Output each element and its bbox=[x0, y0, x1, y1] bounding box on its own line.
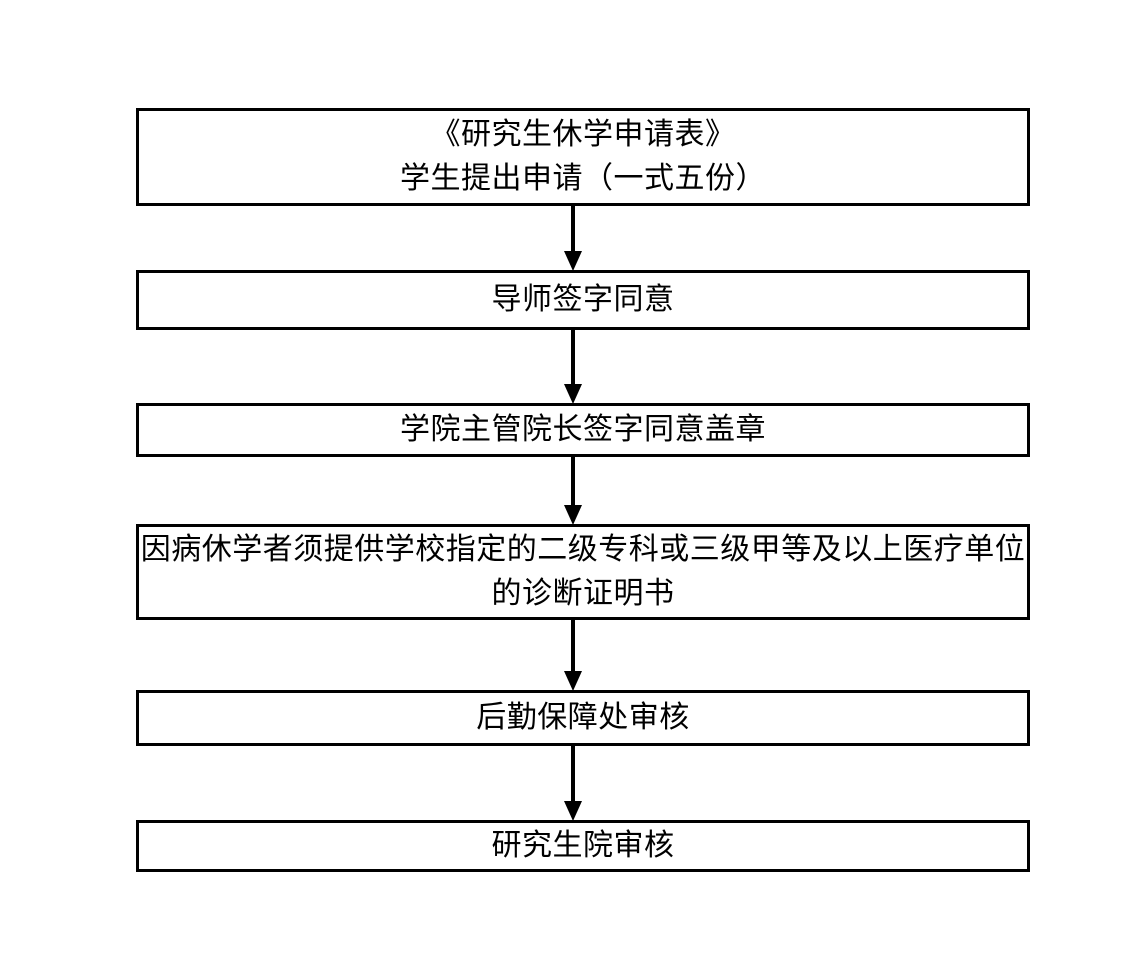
flowchart-node-6: 研究生院审核 bbox=[136, 820, 1030, 872]
flowchart-node-4: 因病休学者须提供学校指定的二级专科或三级甲等及以上医疗单位的诊断证明书 bbox=[136, 524, 1030, 620]
flowchart-arrow-4-down-arrow-icon bbox=[564, 620, 582, 691]
arrow-head bbox=[564, 251, 582, 271]
flowchart-node-4-label: 因病休学者须提供学校指定的二级专科或三级甲等及以上医疗单位的诊断证明书 bbox=[140, 532, 1026, 611]
flowchart-arrow-1-down-arrow-icon bbox=[564, 206, 582, 271]
arrow-head bbox=[564, 505, 582, 525]
arrow-shaft bbox=[571, 746, 575, 803]
flowchart-node-6-label: 研究生院审核 bbox=[491, 828, 675, 863]
flowchart-node-3: 学院主管院长签字同意盖章 bbox=[136, 403, 1030, 457]
arrow-shaft bbox=[571, 206, 575, 253]
flowchart-node-1-label: 《研究生休学申请表》 学生提出申请（一式五份） bbox=[400, 117, 766, 196]
arrow-head bbox=[564, 801, 582, 821]
flowchart-node-1: 《研究生休学申请表》 学生提出申请（一式五份） bbox=[136, 108, 1030, 206]
flowchart-arrow-3-down-arrow-icon bbox=[564, 457, 582, 525]
arrow-shaft bbox=[571, 457, 575, 507]
flowchart-arrow-5-down-arrow-icon bbox=[564, 746, 582, 821]
flowchart-node-3-label: 学院主管院长签字同意盖章 bbox=[400, 412, 766, 447]
flowchart-node-5-label: 后勤保障处审核 bbox=[476, 700, 690, 735]
flowchart-node-2-label: 导师签字同意 bbox=[491, 282, 675, 317]
arrow-shaft bbox=[571, 330, 575, 386]
arrow-head bbox=[564, 671, 582, 691]
flowchart-node-5: 后勤保障处审核 bbox=[136, 690, 1030, 746]
flowchart-node-2: 导师签字同意 bbox=[136, 270, 1030, 330]
arrow-shaft bbox=[571, 620, 575, 673]
flowchart-arrow-2-down-arrow-icon bbox=[564, 330, 582, 404]
arrow-head bbox=[564, 384, 582, 404]
